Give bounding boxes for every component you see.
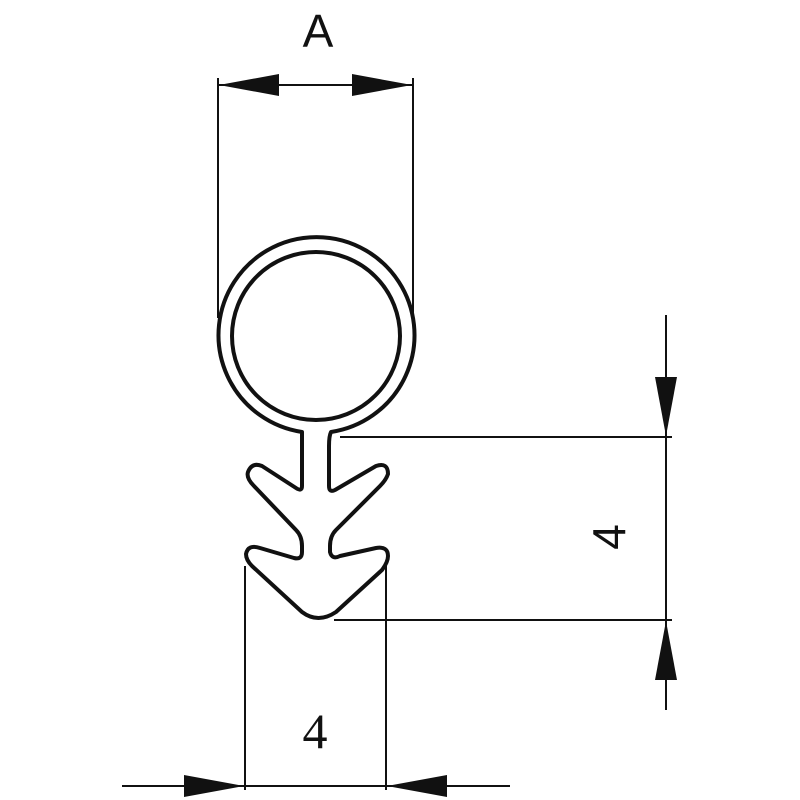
arrow-right-icon xyxy=(352,74,412,96)
fin-width-label: 4 xyxy=(303,703,328,759)
fin-height-label: 4 xyxy=(583,524,635,550)
dimension-A: A xyxy=(217,5,414,318)
arrow-up-icon xyxy=(655,621,677,680)
arrow-left-icon xyxy=(387,775,447,797)
arrow-right-icon xyxy=(184,775,244,797)
arrow-left-icon xyxy=(219,74,279,96)
seal-inner-bore xyxy=(230,250,402,422)
seal-profile xyxy=(216,235,417,620)
arrow-down-icon xyxy=(655,377,677,436)
seal-outer-outline xyxy=(216,235,417,620)
dimension-A-label: A xyxy=(303,5,334,57)
dimension-fin-height: 4 xyxy=(334,315,677,710)
dimension-fin-width: 4 xyxy=(122,566,510,797)
